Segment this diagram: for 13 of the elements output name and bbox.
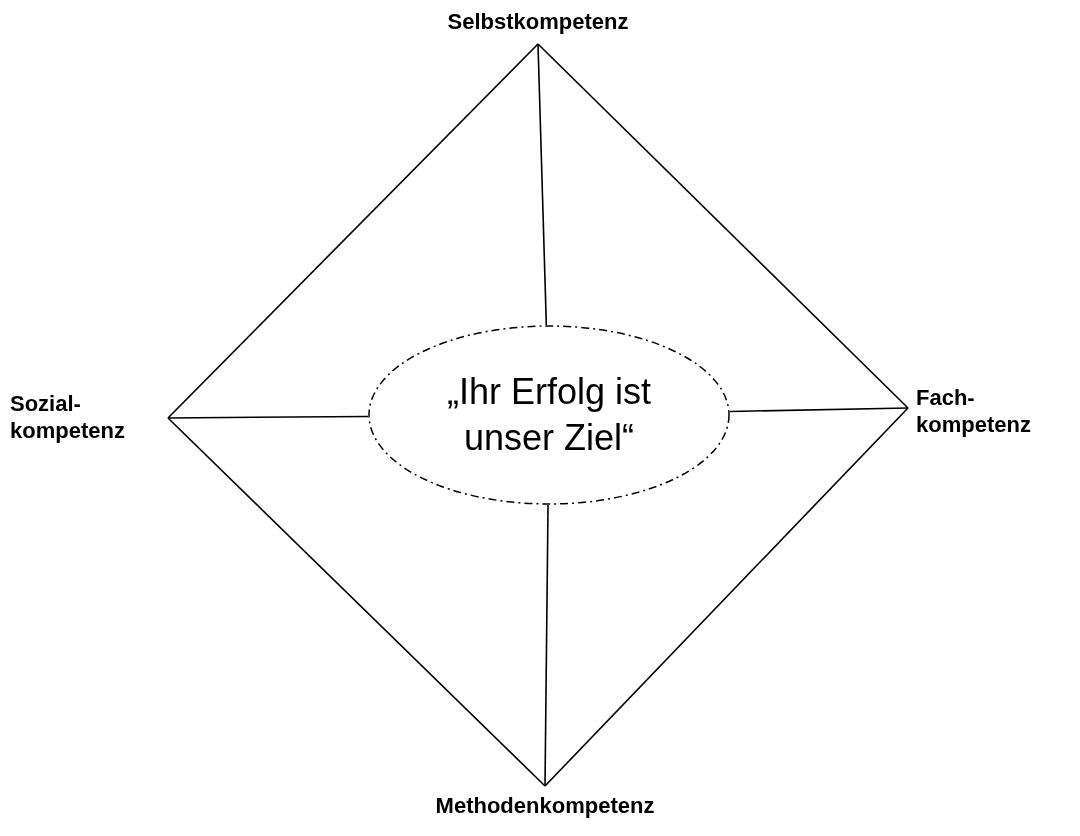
connector-line [167, 417, 546, 787]
connector-line [544, 504, 549, 787]
competence-label: Sozial- kompetenz [10, 390, 160, 446]
competence-label: Selbstkompetenz [408, 8, 668, 38]
connector-line [537, 43, 548, 326]
connector-line [729, 407, 909, 413]
competence-label: Fach- kompetenz [916, 384, 1076, 440]
connector-line [167, 43, 539, 419]
motto-text: „Ihr Erfolg ist unser Ziel“ [445, 370, 652, 460]
competence-label: Methodenkompetenz [395, 792, 695, 822]
connector-line [544, 407, 909, 787]
connector-line [537, 43, 909, 409]
connector-line [167, 415, 369, 419]
